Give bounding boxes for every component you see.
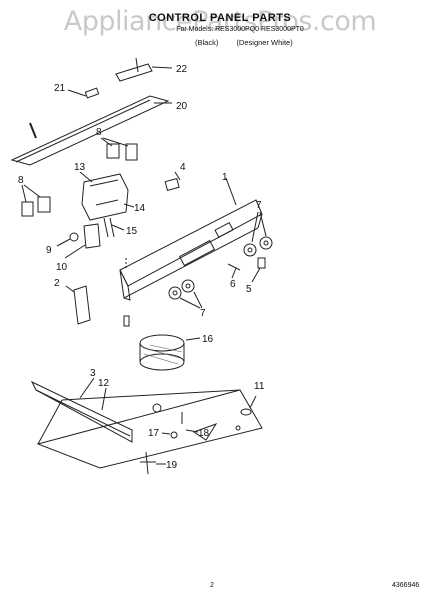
part-4-clip (164, 171, 181, 191)
part-16-bracket (115, 57, 173, 82)
callout-13: 15 (126, 226, 138, 237)
color-variants: (Black) (Designer White) (195, 38, 325, 47)
callout-8-upper: 8 (96, 127, 102, 138)
callout-15: 21 (54, 83, 66, 94)
callout-20: 19 (166, 460, 178, 471)
part-3-22-front-rail (30, 377, 133, 443)
callout-21: 11 (254, 381, 265, 392)
part-1-control-panel (119, 177, 263, 301)
callout-3: 3 (90, 368, 96, 379)
part-10-bracket (64, 223, 101, 259)
callout-12: 14 (134, 203, 146, 214)
part-15-screw (67, 87, 100, 99)
variant-black: (Black) (195, 38, 219, 47)
part-18-19-fasteners (161, 412, 199, 439)
callout-22: 12 (98, 378, 110, 389)
part-11-electronic-control (79, 171, 129, 221)
callout-10: 10 (56, 262, 68, 273)
callout-1: 1 (222, 172, 228, 183)
variant-designer-white: (Designer White) (236, 38, 293, 47)
model-numbers: For Models: RES3000PQ0 RES3000PT0 (176, 26, 304, 33)
callout-9: 9 (46, 245, 52, 256)
page-title: CONTROL PANEL PARTS (148, 12, 292, 24)
callout-17: 16 (202, 334, 214, 345)
callout-4: 4 (180, 162, 186, 173)
part-8-upper-clips (100, 137, 138, 161)
callout-5: 6 (230, 279, 236, 290)
part-12-13-bracket (103, 203, 135, 238)
callout-2: 2 (54, 278, 60, 289)
base-plate (36, 389, 263, 469)
callout-7-lower: 7 (200, 308, 206, 319)
part-2-end-bracket (65, 285, 91, 325)
watermark: AppliancePartsPros.com (63, 6, 377, 37)
callout-6: 5 (246, 284, 252, 295)
document-number: 4366946 (392, 582, 420, 589)
callout-16: 22 (176, 64, 188, 75)
page-number: 2 (210, 582, 214, 589)
part-5-screw (227, 263, 241, 279)
part-17-filter (139, 334, 201, 371)
callout-11: 13 (74, 162, 86, 173)
loose-screw (123, 315, 130, 327)
callout-7-upper: 7 (256, 200, 262, 211)
part-21-leveler (240, 395, 257, 416)
part-14-trim-strip (10, 95, 172, 166)
part-20-screw (140, 451, 166, 475)
callout-19: 18 (198, 428, 210, 439)
part-7-lower-knobs (168, 279, 203, 309)
part-7-upper-knobs (243, 211, 273, 257)
callout-8-left: 8 (18, 175, 24, 186)
part-8-left-clips (21, 184, 51, 217)
callout-18: 17 (148, 428, 160, 439)
part-6-spring (251, 257, 266, 283)
callout-14: 20 (176, 101, 188, 112)
part-9-ring (69, 232, 79, 242)
